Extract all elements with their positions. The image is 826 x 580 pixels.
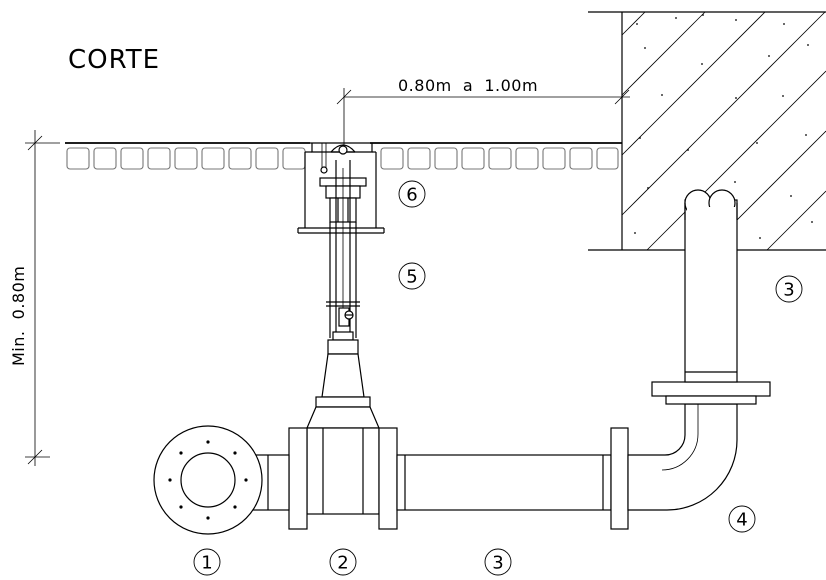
- gate-valve: [288, 339, 398, 530]
- callout-3-right: 3: [775, 275, 803, 303]
- drawing-title: CORTE: [68, 45, 160, 75]
- callout-5: 5: [398, 262, 426, 290]
- callout-6-label: 6: [406, 185, 417, 206]
- callout-3-right-label: 3: [783, 280, 794, 301]
- extension-spindle: [326, 160, 360, 341]
- dimension-vertical-label: Min. 0.80m: [9, 266, 28, 366]
- callout-1: 1: [193, 548, 221, 576]
- dimension-horizontal: 0.80m a 1.00m: [336, 76, 630, 150]
- pipe-main: [252, 427, 629, 530]
- callout-6: 6: [398, 180, 426, 208]
- dimension-horizontal-label: 0.80m a 1.00m: [398, 76, 538, 95]
- callout-1-label: 1: [201, 553, 212, 574]
- surface-box: [297, 142, 385, 234]
- paving-stones: [66, 147, 619, 170]
- pipe-elbow: [627, 403, 738, 511]
- callout-2: 2: [329, 548, 357, 576]
- dimension-vertical: Min. 0.80m: [9, 130, 60, 466]
- callout-3-bottom-label: 3: [492, 553, 503, 574]
- callout-3-bottom: 3: [484, 548, 512, 576]
- callout-4: 4: [728, 505, 756, 533]
- callout-2-label: 2: [337, 553, 348, 574]
- pipe-end-section: [153, 425, 263, 535]
- callout-5-label: 5: [406, 267, 417, 288]
- pipe-riser: [651, 189, 771, 405]
- callout-4-label: 4: [736, 510, 747, 531]
